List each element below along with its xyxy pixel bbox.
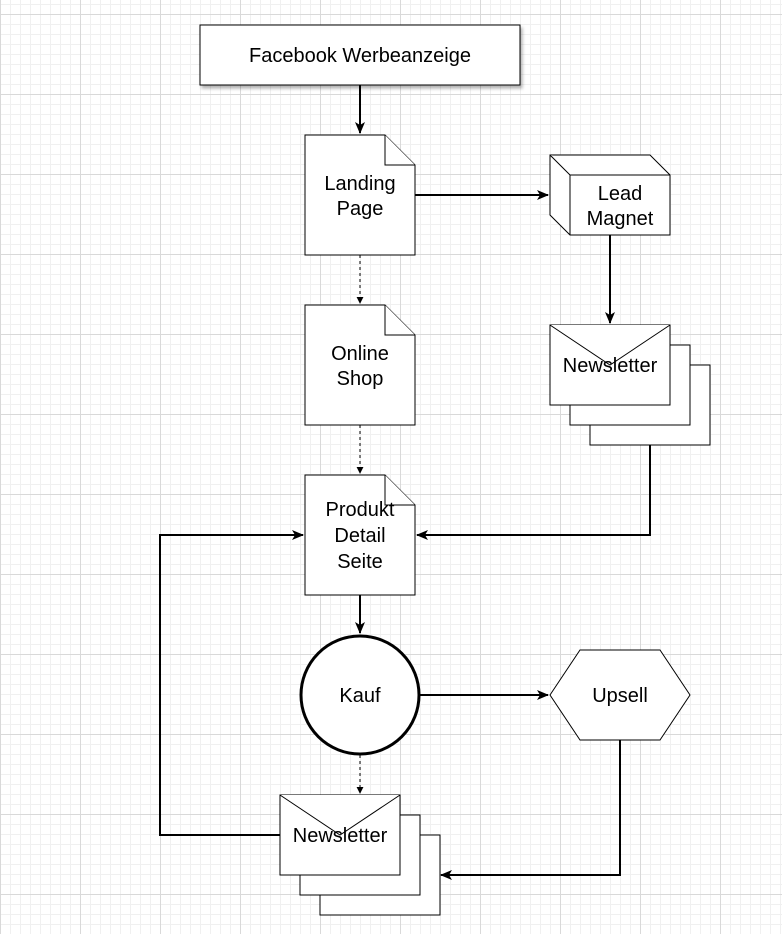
envelope-icon [279, 794, 401, 836]
node-lead-magnet[interactable]: Lead Magnet [549, 154, 671, 236]
landing-page-label-line1: Landing [324, 173, 395, 195]
node-kauf[interactable]: Kauf [299, 634, 421, 756]
node-newsletter-top[interactable]: Newsletter [549, 324, 711, 446]
product-detail-label-line2: Detail [334, 525, 385, 547]
newsletter-bottom-label: Newsletter [293, 825, 388, 847]
edge-newsletter-to-product [416, 445, 651, 540]
node-facebook-ad[interactable]: Facebook Werbeanzeige [199, 24, 521, 86]
edges [159, 85, 651, 880]
upsell-label: Upsell [592, 685, 648, 707]
node-upsell[interactable]: Upsell [549, 649, 691, 741]
node-product-detail[interactable]: Produkt Detail Seite [304, 474, 416, 596]
lead-magnet-label-line1: Lead [598, 183, 643, 205]
newsletter-top-label: Newsletter [563, 355, 658, 377]
edge-newsletter-to-product-loop [159, 530, 304, 836]
edge-upsell-to-newsletter [440, 740, 621, 880]
online-shop-label-line1: Online [331, 343, 389, 365]
node-online-shop[interactable]: Online Shop [304, 304, 416, 426]
node-newsletter-bottom[interactable]: Newsletter [279, 794, 441, 916]
product-detail-label-line1: Produkt [326, 499, 395, 521]
node-landing-page[interactable]: Landing Page [304, 134, 416, 256]
facebook-ad-label: Facebook Werbeanzeige [249, 45, 471, 67]
landing-page-label-line2: Page [337, 198, 384, 220]
envelope-icon [549, 324, 671, 366]
kauf-label: Kauf [339, 685, 381, 707]
product-detail-label-line3: Seite [337, 551, 383, 573]
online-shop-label-line2: Shop [337, 368, 384, 390]
lead-magnet-label-line2: Magnet [587, 208, 654, 230]
